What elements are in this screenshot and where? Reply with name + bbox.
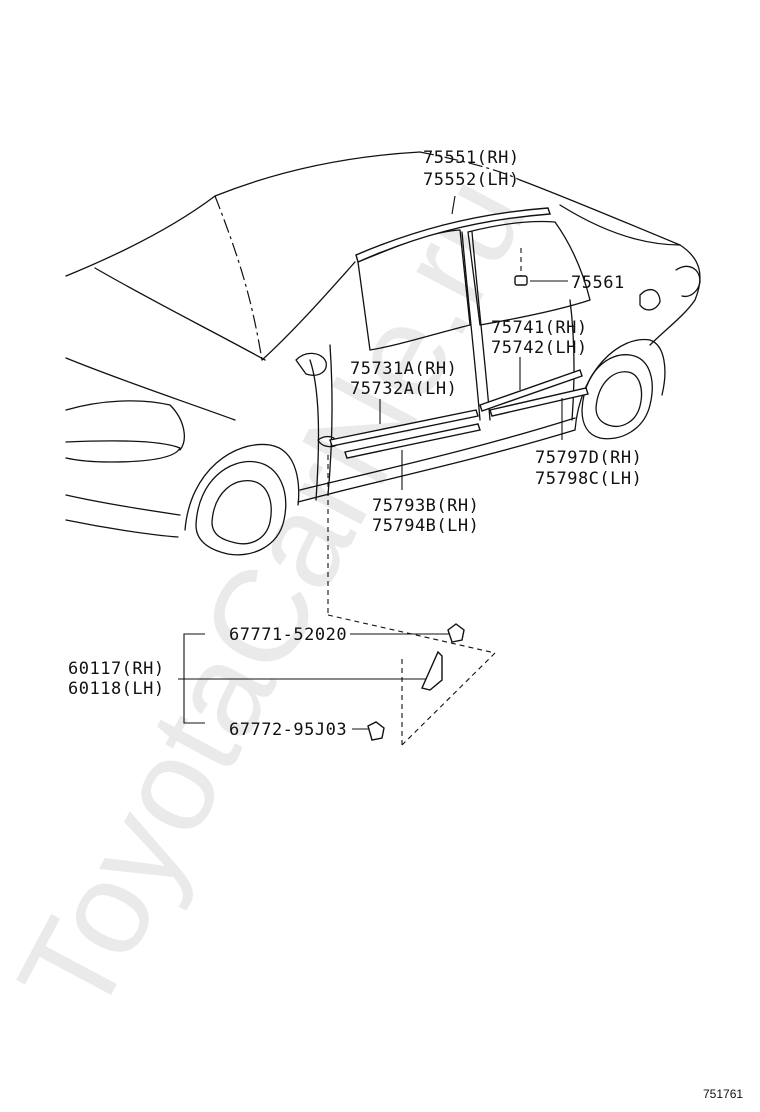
callout-screw-67771: 67771-52020 <box>229 625 347 645</box>
watermark: ToyotaCarNe.ru <box>0 153 554 1038</box>
callout-rear-door-lower-molding: 75797D(RH) 75798C(LH) <box>535 448 642 489</box>
clip-75561-part <box>514 275 528 286</box>
part-number-label: 75794B(LH) <box>372 516 479 536</box>
roof-drip-molding-part <box>355 207 551 263</box>
callout-front-door-molding: 75731A(RH) 75732A(LH) <box>350 359 457 399</box>
part-number-label: 75793B(RH) <box>372 496 479 516</box>
part-number-label: 75552(LH) <box>423 170 520 190</box>
figure-reference: 751761 <box>703 1087 743 1101</box>
roof-rear-hidden <box>419 151 521 181</box>
leader-lines <box>379 195 568 490</box>
part-number-label: 75797D(RH) <box>535 448 642 468</box>
part-number-label: 75732A(LH) <box>350 379 457 399</box>
part-number-label: 67772-95J03 <box>229 720 347 740</box>
part-number-label: 60117(RH) <box>68 659 165 679</box>
part-number-label: 75742(LH) <box>491 338 588 358</box>
part-number-label: 75731A(RH) <box>350 359 457 379</box>
screw-67772-part <box>367 721 385 741</box>
car-body <box>65 151 701 556</box>
part-number-label: 60118(LH) <box>68 679 165 699</box>
front-door-lower-molding-part <box>344 423 481 459</box>
callout-clip-75561: 75561 <box>571 273 625 293</box>
part-number-label: 75798C(LH) <box>535 469 642 489</box>
part-number-label: 75561 <box>571 273 625 293</box>
part-number-label: 75741(RH) <box>491 318 588 338</box>
rear-door-lower-molding-part <box>489 387 589 417</box>
rear-door-molding-part <box>479 369 583 412</box>
callout-roof-drip-molding: 75551(RH) 75552(LH) <box>423 148 520 190</box>
part-number-label: 67771-52020 <box>229 625 347 645</box>
front-door-molding-part <box>329 409 479 447</box>
callout-fender-emblem: 60117(RH) 60118(LH) <box>68 659 165 699</box>
fender-emblem-part <box>421 650 443 691</box>
emblem-detail <box>178 455 496 746</box>
screw-67771-part <box>447 623 465 643</box>
callout-screw-67772: 67772-95J03 <box>229 720 347 740</box>
callout-front-door-lower-molding: 75793B(RH) 75794B(LH) <box>372 496 479 536</box>
part-number-label: 75551(RH) <box>423 148 520 168</box>
roof-line-hidden <box>214 195 263 361</box>
callout-rear-door-molding: 75741(RH) 75742(LH) <box>491 318 588 358</box>
